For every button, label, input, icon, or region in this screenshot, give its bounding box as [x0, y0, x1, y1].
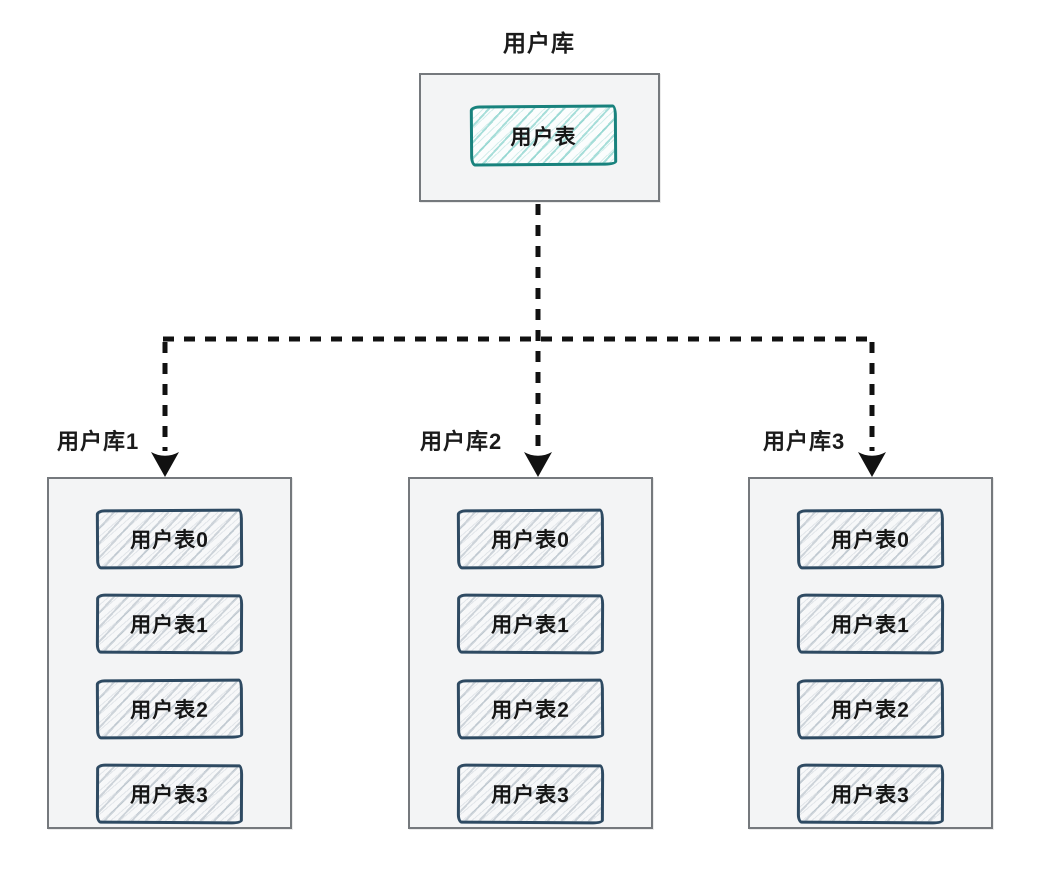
shard-table-box: 用户表2	[95, 678, 244, 740]
shard-table-box: 用户表0	[796, 508, 945, 570]
shard-table-box: 用户表2	[456, 678, 605, 740]
shard-table-label: 用户表0	[130, 528, 209, 553]
shard-table-box: 用户表1	[796, 593, 945, 655]
arrow-down-icon	[151, 452, 179, 477]
shard-table-label: 用户表3	[491, 783, 570, 808]
shard-table-label: 用户表1	[491, 613, 570, 638]
root-table-label: 用户表	[510, 125, 577, 149]
arrow-down-icon	[858, 452, 886, 477]
shard-table-box: 用户表1	[95, 593, 244, 655]
shard-db-label-1: 用户库1	[57, 429, 140, 454]
shard-table-label: 用户表1	[130, 613, 209, 638]
shard-table-label: 用户表2	[491, 698, 570, 723]
shard-table-box: 用户表1	[456, 593, 605, 655]
root-db-box: 用户表	[419, 73, 660, 202]
shard-db-box-2: 用户表0 用户表1 用户表2 用户表3	[408, 477, 653, 829]
shard-db-label-3: 用户库3	[763, 429, 846, 454]
shard-table-box: 用户表3	[95, 763, 244, 825]
shard-db-label-2: 用户库2	[420, 429, 503, 454]
shard-table-label: 用户表3	[130, 783, 209, 808]
root-db-title: 用户库	[503, 30, 575, 56]
shard-table-label: 用户表0	[831, 528, 910, 553]
shard-table-box: 用户表0	[95, 508, 244, 570]
shard-table-label: 用户表0	[491, 528, 570, 553]
shard-table-label: 用户表2	[130, 698, 209, 723]
shard-table-box: 用户表3	[456, 763, 605, 825]
root-table-box: 用户表	[469, 104, 618, 167]
shard-db-box-1: 用户表0 用户表1 用户表2 用户表3	[47, 477, 292, 829]
shard-table-box: 用户表0	[456, 508, 605, 570]
shard-table-box: 用户表2	[796, 678, 945, 740]
arrow-down-icon	[524, 452, 552, 477]
shard-table-label: 用户表3	[831, 783, 910, 808]
shard-table-label: 用户表2	[831, 698, 910, 723]
shard-db-box-3: 用户表0 用户表1 用户表2 用户表3	[748, 477, 993, 829]
shard-table-box: 用户表3	[796, 763, 945, 825]
shard-table-label: 用户表1	[831, 613, 910, 638]
